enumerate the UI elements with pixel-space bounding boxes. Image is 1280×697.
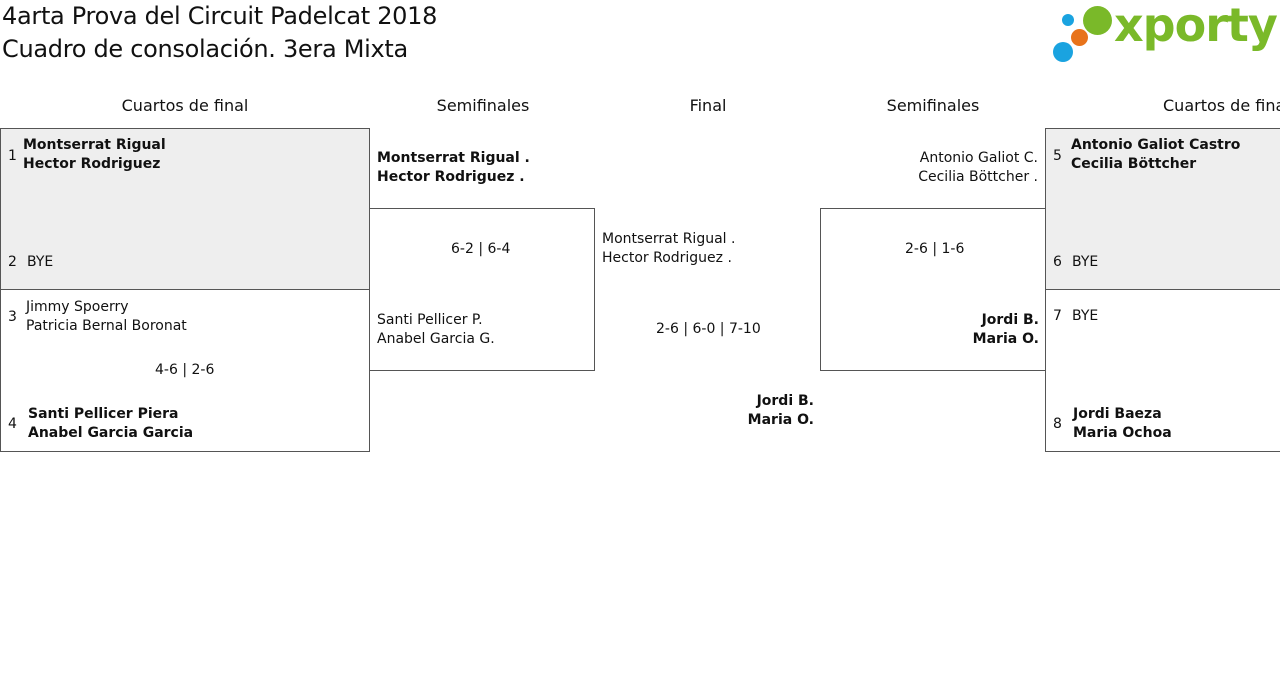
champion-team: Jordi B. Maria O. (747, 393, 814, 428)
page-subtitle: Cuadro de consolación. 3era Mixta (2, 35, 408, 63)
right-sf-team-a: Antonio Galiot C. Cecilia Böttcher . (918, 150, 1038, 185)
team-name: BYE (1072, 254, 1099, 270)
seed-number: 4 (8, 416, 17, 432)
match-right-qf-2[interactable]: 7 BYE 8 Jordi Baeza Maria Ochoa (1045, 289, 1280, 452)
logo-dot-icon (1083, 6, 1112, 35)
team-name: BYE (27, 254, 54, 270)
xporty-logo[interactable]: xporty (1050, 0, 1280, 68)
team-name: Montserrat Rigual Hector Rodriguez (23, 137, 166, 172)
team-name: BYE (1072, 308, 1099, 324)
logo-wordmark: xporty (1114, 0, 1278, 52)
round-header-right-sf: Semifinales (886, 96, 980, 115)
match-score: 6-2 | 6-4 (451, 241, 511, 257)
seed-number: 5 (1053, 148, 1062, 164)
match-right-sf[interactable]: 2-6 | 1-6 Jordi B. Maria O. (820, 208, 1046, 371)
seed-number: 7 (1053, 308, 1062, 324)
match-left-sf[interactable]: 6-2 | 6-4 Santi Pellicer P. Anabel Garci… (369, 208, 595, 371)
left-sf-team-a: Montserrat Rigual . Hector Rodriguez . (377, 150, 530, 185)
page-title: 4arta Prova del Circuit Padelcat 2018 (2, 2, 438, 30)
final-team-a: Montserrat Rigual . Hector Rodriguez . (602, 231, 736, 266)
team-name: Santi Pellicer Piera Anabel Garcia Garci… (28, 406, 194, 441)
round-header-right-qf: Cuartos de final (1163, 96, 1280, 115)
seed-number: 3 (8, 309, 17, 325)
logo-dot-icon (1053, 42, 1073, 62)
match-score: 2-6 | 1-6 (905, 241, 965, 257)
logo-dot-icon (1071, 29, 1088, 46)
team-name: Antonio Galiot Castro Cecilia Böttcher (1071, 137, 1241, 172)
seed-number: 8 (1053, 416, 1062, 432)
round-header-left-qf: Cuartos de final (121, 96, 249, 115)
match-left-qf-2[interactable]: 3 Jimmy Spoerry Patricia Bernal Boronat … (0, 289, 370, 452)
round-header-left-sf: Semifinales (436, 96, 530, 115)
match-right-qf-1[interactable]: 5 Antonio Galiot Castro Cecilia Böttcher… (1045, 128, 1280, 290)
team-name: Jordi Baeza Maria Ochoa (1073, 406, 1172, 441)
round-header-final: Final (689, 96, 727, 115)
match-left-qf-1[interactable]: 1 Montserrat Rigual Hector Rodriguez 2 B… (0, 128, 370, 290)
seed-number: 1 (8, 148, 17, 164)
match-score: 4-6 | 2-6 (155, 362, 215, 378)
right-sf-team-b: Jordi B. Maria O. (972, 312, 1039, 347)
seed-number: 6 (1053, 254, 1062, 270)
final-score: 2-6 | 6-0 | 7-10 (656, 321, 761, 337)
left-sf-team-b: Santi Pellicer P. Anabel Garcia G. (377, 312, 495, 347)
seed-number: 2 (8, 254, 17, 270)
team-name: Jimmy Spoerry Patricia Bernal Boronat (26, 299, 187, 334)
logo-dot-icon (1062, 14, 1074, 26)
